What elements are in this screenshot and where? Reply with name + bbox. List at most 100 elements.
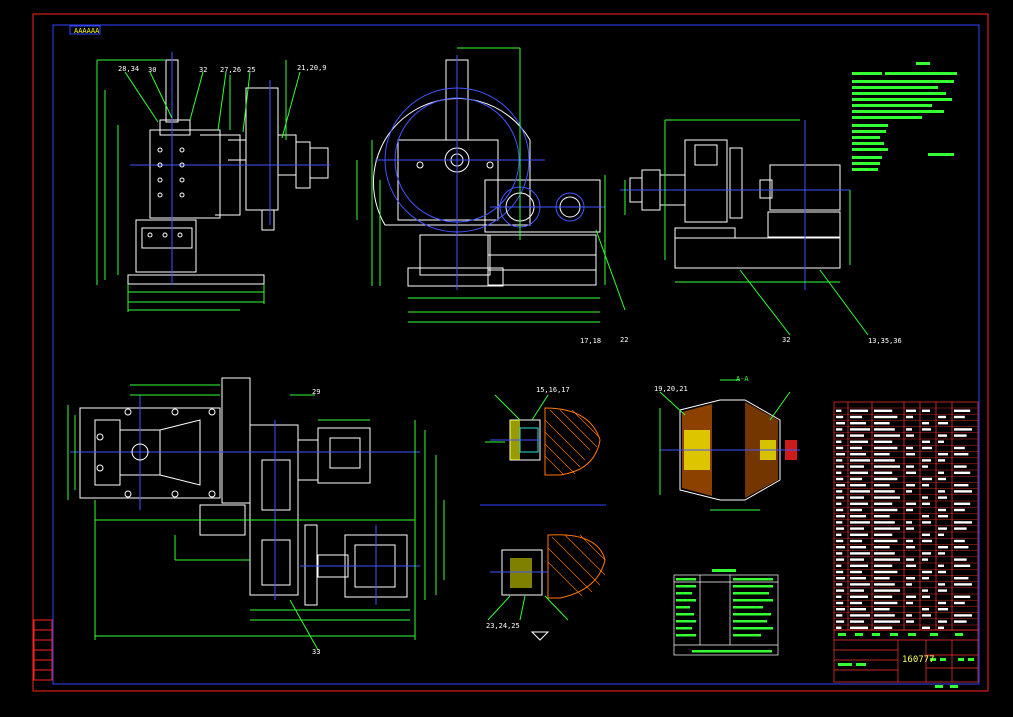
parts-row-text bbox=[922, 577, 929, 580]
parts-row-text bbox=[874, 539, 898, 543]
parts-row-text bbox=[954, 564, 971, 567]
parts-row-text bbox=[850, 589, 864, 592]
parts-row-text bbox=[906, 521, 912, 524]
parts-row-text bbox=[922, 552, 931, 555]
parts-row-text bbox=[922, 589, 928, 592]
parts-row-text bbox=[954, 409, 971, 412]
parts-row-text bbox=[836, 533, 842, 536]
parts-row-text bbox=[906, 409, 916, 412]
parts-row-text bbox=[836, 614, 843, 617]
parts-row-text bbox=[922, 502, 930, 505]
callout-10: 32 bbox=[782, 336, 791, 344]
parts-row-text bbox=[922, 422, 929, 425]
parts-row-text bbox=[874, 477, 898, 481]
parts-row-text bbox=[922, 595, 930, 598]
parts-row-text bbox=[938, 564, 944, 567]
parts-row-text bbox=[954, 583, 972, 586]
parts-row-text bbox=[874, 558, 900, 561]
callout-14: 19,20,21 bbox=[654, 385, 688, 393]
parts-row-text bbox=[938, 626, 944, 629]
parts-row-text bbox=[922, 428, 931, 431]
parts-row-text bbox=[836, 527, 845, 530]
parts-row-text bbox=[836, 595, 842, 598]
front-center-lines bbox=[130, 52, 330, 285]
parts-row-text bbox=[850, 446, 862, 450]
parts-row-text bbox=[954, 614, 972, 617]
parts-row-text bbox=[954, 595, 971, 598]
parts-row-text bbox=[836, 422, 845, 425]
parts-row-text bbox=[906, 502, 916, 505]
parts-row-text bbox=[836, 552, 843, 555]
detail-flange-b bbox=[487, 534, 606, 641]
parts-row-text bbox=[954, 508, 965, 512]
parts-row-text bbox=[874, 620, 900, 623]
parts-row-text bbox=[906, 558, 914, 561]
outer-border bbox=[32, 13, 989, 692]
parts-row-text bbox=[922, 477, 932, 481]
parts-row-text bbox=[874, 583, 895, 586]
parts-row-text bbox=[874, 471, 893, 474]
parts-row-text bbox=[836, 539, 844, 543]
parts-row-text bbox=[938, 527, 947, 530]
parts-row-text bbox=[850, 496, 864, 499]
parts-row-text bbox=[836, 465, 845, 468]
parts-row-text bbox=[850, 577, 866, 580]
parts-row-text bbox=[850, 465, 864, 468]
parts-row-text bbox=[922, 570, 932, 574]
parts-row-text bbox=[906, 428, 912, 431]
parts-row-text bbox=[850, 539, 862, 543]
parts-row-text bbox=[874, 533, 893, 536]
callout-9: 22 bbox=[620, 336, 629, 344]
parts-row-text bbox=[938, 471, 944, 474]
parts-row-text bbox=[836, 434, 845, 437]
parts-row-text bbox=[906, 614, 912, 617]
parts-row-text bbox=[850, 546, 866, 549]
plan-holes bbox=[96, 408, 216, 498]
front-holes bbox=[147, 147, 185, 238]
parts-row-text bbox=[836, 477, 844, 481]
parts-row-text bbox=[954, 446, 965, 450]
parts-row-text bbox=[850, 558, 864, 561]
parts-row-text bbox=[836, 440, 842, 443]
callout-8: 13,35,36 bbox=[868, 337, 902, 345]
parts-row-text bbox=[850, 564, 868, 567]
parts-row-text bbox=[850, 428, 870, 431]
parts-row-text bbox=[836, 546, 845, 549]
parts-row-text bbox=[922, 459, 931, 462]
parts-row-text bbox=[836, 459, 843, 462]
title-block-marks bbox=[838, 633, 974, 688]
parts-row-text bbox=[850, 434, 864, 437]
parts-row-text bbox=[874, 508, 898, 512]
parts-row-text bbox=[938, 608, 948, 611]
sheet-tag-label: AAAAAA bbox=[74, 27, 100, 35]
parts-row-text bbox=[874, 440, 893, 443]
parts-row-text bbox=[836, 515, 845, 518]
parts-row-text bbox=[836, 564, 842, 567]
parts-row-text bbox=[906, 484, 915, 487]
parts-row-text bbox=[906, 465, 914, 468]
parts-row-text bbox=[938, 546, 948, 549]
parts-row-text bbox=[836, 415, 844, 419]
parts-row-text bbox=[874, 459, 895, 462]
parts-row-text bbox=[874, 626, 893, 629]
callout-3: 32 bbox=[199, 66, 208, 74]
detail-coupling-section bbox=[659, 379, 800, 511]
parts-row-text bbox=[874, 415, 898, 419]
parts-list-rows bbox=[834, 407, 978, 629]
parts-row-text bbox=[850, 502, 868, 505]
parts-row-text bbox=[836, 471, 842, 474]
parts-row-text bbox=[874, 614, 895, 617]
drawing-code: 160777 bbox=[902, 655, 935, 665]
parts-row-text bbox=[938, 620, 947, 623]
parts-row-text bbox=[922, 409, 930, 412]
parts-row-text bbox=[836, 601, 844, 605]
parts-row-text bbox=[850, 521, 870, 524]
parts-row-text bbox=[836, 490, 843, 493]
parts-row-text bbox=[922, 484, 929, 487]
callout-5: 25 bbox=[247, 66, 256, 74]
parts-row-text bbox=[954, 484, 969, 487]
callout-1: 28,34 bbox=[118, 65, 140, 73]
side-dimensions bbox=[356, 47, 626, 323]
parts-row-text bbox=[850, 409, 868, 412]
